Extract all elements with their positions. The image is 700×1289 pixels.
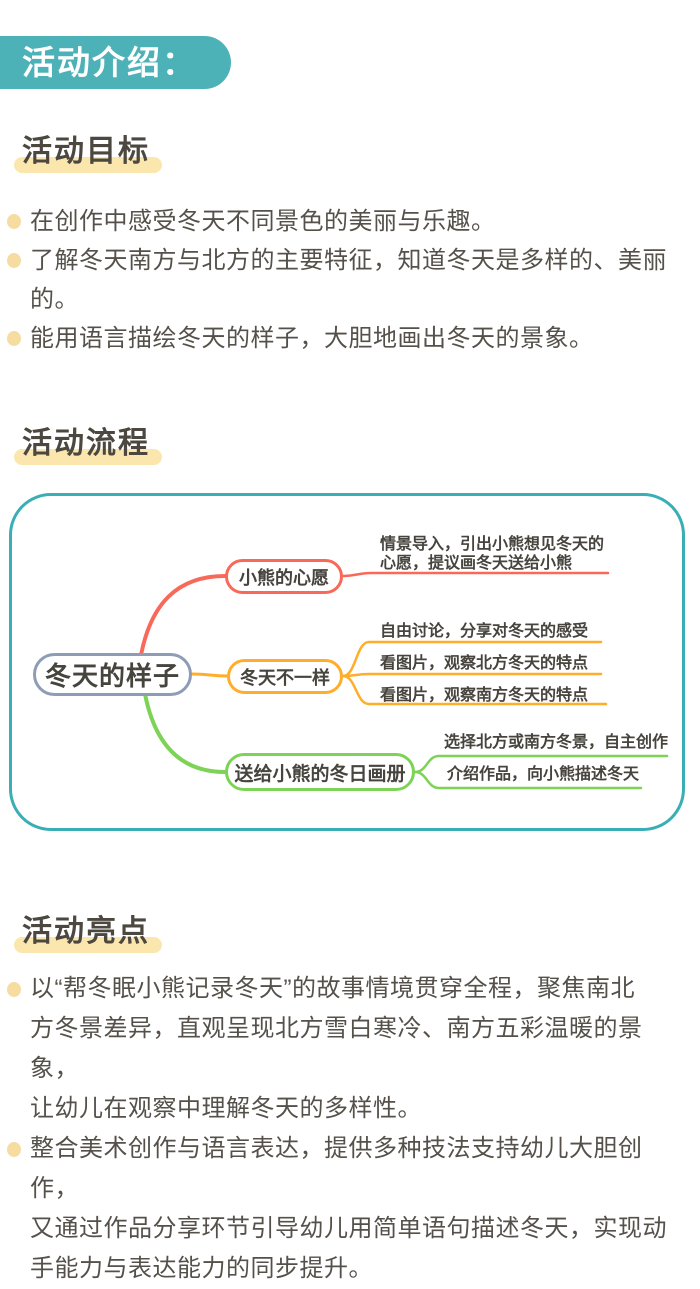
page: 活动介绍： 活动目标 在创作中感受冬天不同景色的美丽与乐趣。 了解冬天南方与北方… — [0, 36, 700, 1282]
bullet-dot-icon — [7, 214, 21, 229]
mindmap-leaf: 自由讨论，分享对冬天的感受 — [380, 623, 589, 640]
bullet-dot-icon — [7, 1142, 21, 1157]
page-title-badge: 活动介绍： — [0, 36, 231, 89]
mindmap-node-winter-album: 送给小熊的冬日画册 — [225, 753, 415, 791]
underline-yellow-leaf-2 — [341, 672, 603, 678]
mindmap-root-label: 冬天的样子 — [44, 661, 180, 691]
flow-heading: 活动流程 — [14, 426, 162, 465]
mindmap-leaf: 看图片，观察北方冬天的特点 — [380, 655, 589, 672]
mindmap-node-label: 小熊的心愿 — [239, 567, 329, 588]
heading-highlight-bar — [14, 937, 162, 953]
goals-list: 在创作中感受冬天不同景色的美丽与乐趣。 了解冬天南方与北方的主要特征，知道冬天是… — [7, 202, 688, 358]
highlights-list: 以“帮冬眠小熊记录冬天”的故事情境贯穿全程，聚焦南北 方冬景差异，直观呈现北方雪… — [7, 969, 688, 1289]
mindmap-leaf: 选择北方或南方冬景，自主创作 — [444, 734, 669, 751]
bullet-dot-icon — [7, 331, 21, 346]
list-item: 在创作中感受冬天不同景色的美丽与乐趣。 — [7, 202, 688, 241]
mindmap-node-label: 送给小熊的冬日画册 — [234, 763, 406, 785]
list-item: 了解冬天南方与北方的主要特征，知道冬天是多样的、美丽 的。 — [7, 241, 688, 319]
mindmap-canvas: 冬天的样子 小熊的心愿 冬天不一样 送给小熊的冬日画册 情景导入，引出小熊想见冬… — [9, 493, 685, 831]
underline-yellow-leaf-3 — [341, 674, 608, 706]
connector-root-to-green — [143, 692, 227, 774]
goal-bullet-text: 在创作中感受冬天不同景色的美丽与乐趣。 — [30, 208, 496, 235]
heading-highlight-bar — [14, 157, 162, 173]
section-flow: 活动流程 冬天的样子 小熊的心愿 — [0, 426, 700, 831]
list-item: 以“帮冬眠小熊记录冬天”的故事情境贯穿全程，聚焦南北 方冬景差异，直观呈现北方雪… — [7, 969, 688, 1129]
goals-heading-text: 活动目标 — [22, 135, 150, 168]
highlights-heading-text: 活动亮点 — [22, 915, 150, 948]
bullet-dot-icon — [7, 253, 21, 268]
list-item: 整合美术创作与语言表达，提供多种技法支持幼儿大胆创作， 又通过作品分享环节引导幼… — [7, 1129, 688, 1289]
heading-highlight-bar — [14, 449, 162, 465]
section-goals: 活动目标 在创作中感受冬天不同景色的美丽与乐趣。 了解冬天南方与北方的主要特征，… — [0, 134, 700, 358]
goal-bullet-text: 了解冬天南方与北方的主要特征，知道冬天是多样的、美丽 的。 — [30, 247, 667, 313]
mindmap-node-label: 冬天不一样 — [240, 667, 330, 688]
list-item: 能用语言描绘冬天的样子，大胆地画出冬天的景象。 — [7, 319, 688, 358]
mindmap-node-winter-differs: 冬天不一样 — [227, 659, 343, 694]
mindmap-connectors — [139, 571, 669, 790]
section-highlights: 活动亮点 以“帮冬眠小熊记录冬天”的故事情境贯穿全程，聚焦南北 方冬景差异，直观… — [0, 914, 700, 1289]
goals-heading: 活动目标 — [14, 134, 162, 173]
mindmap-leaf: 看图片，观察南方冬天的特点 — [380, 687, 589, 704]
connector-root-to-red — [139, 574, 227, 657]
flow-heading-text: 活动流程 — [22, 427, 150, 460]
mindmap-leaf: 介绍作品，向小熊描述冬天 — [447, 766, 640, 783]
mindmap-node-bear-wish: 小熊的心愿 — [225, 559, 343, 594]
bullet-dot-icon — [7, 982, 21, 997]
mindmap-leaf: 情景导入，引出小熊想见冬天的 心愿，提议画冬天送给小熊 — [380, 536, 605, 572]
highlight-bullet-text: 整合美术创作与语言表达，提供多种技法支持幼儿大胆创作， 又通过作品分享环节引导幼… — [30, 1135, 667, 1282]
goal-bullet-text: 能用语言描绘冬天的样子，大胆地画出冬天的景象。 — [30, 325, 594, 352]
underline-red-leaf — [341, 571, 610, 578]
connector-root-to-yellow — [190, 672, 230, 678]
underline-green-leaf-2 — [413, 770, 643, 790]
highlights-heading: 活动亮点 — [14, 914, 162, 953]
mindmap-root-node: 冬天的样子 — [33, 653, 192, 696]
highlight-bullet-text: 以“帮冬眠小熊记录冬天”的故事情境贯穿全程，聚焦南北 方冬景差异，直观呈现北方雪… — [30, 975, 643, 1122]
page-title: 活动介绍： — [22, 44, 197, 81]
